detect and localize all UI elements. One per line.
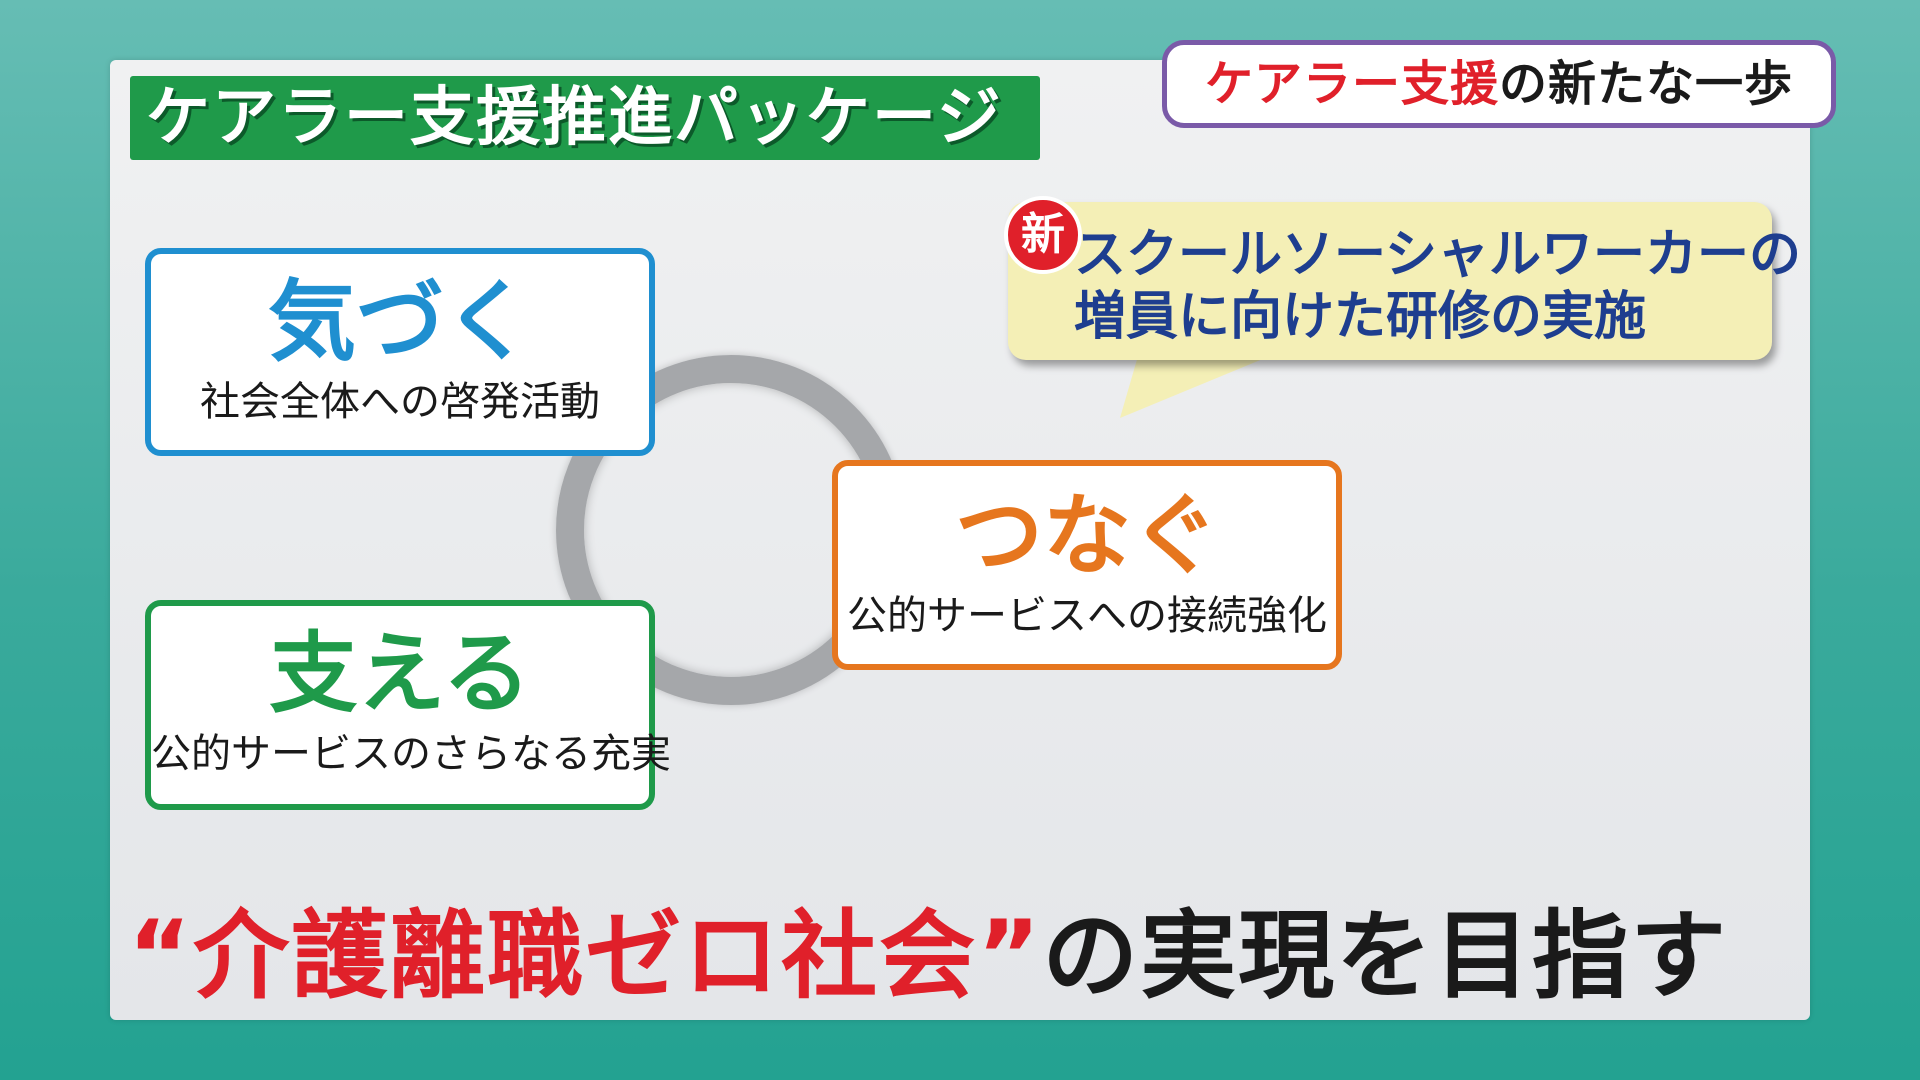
card-notice-subtitle: 社会全体への啓発活動 <box>200 379 600 425</box>
corner-badge-rest: の新たな一歩 <box>1499 56 1794 112</box>
package-title: ケアラー支援推進パッケージ <box>130 76 1040 160</box>
card-connect-title: つなぐ <box>954 484 1219 587</box>
corner-badge: ケアラー支援の新たな一歩 <box>1162 40 1836 128</box>
card-support-title: 支える <box>269 622 531 725</box>
corner-badge-highlight: ケアラー支援 <box>1204 56 1499 112</box>
card-connect: つなぐ 公的サービスへの接続強化 <box>832 460 1342 670</box>
card-support: 支える 公的サービスのさらなる充実 <box>145 600 671 810</box>
new-badge: 新 <box>1004 196 1082 274</box>
card-connect-subtitle: 公的サービスへの接続強化 <box>847 593 1327 639</box>
card-notice: 気づく 社会全体への啓発活動 <box>145 248 655 456</box>
callout-line-1: スクールソーシャルワーカーの <box>1074 225 1801 285</box>
headline-highlight: “介護離職ゼロ社会” <box>128 900 1043 1012</box>
callout-bubble: スクールソーシャルワーカーの 増員に向けた研修の実施 <box>1008 202 1801 360</box>
card-notice-title: 気づく <box>267 270 532 373</box>
callout-line-2: 増員に向けた研修の実施 <box>1074 287 1647 347</box>
card-support-subtitle: 公的サービスのさらなる充実 <box>151 731 671 777</box>
headline: “介護離職ゼロ社会”の実現を目指す <box>128 896 1728 1016</box>
headline-rest: の実現を目指す <box>1042 900 1729 1012</box>
